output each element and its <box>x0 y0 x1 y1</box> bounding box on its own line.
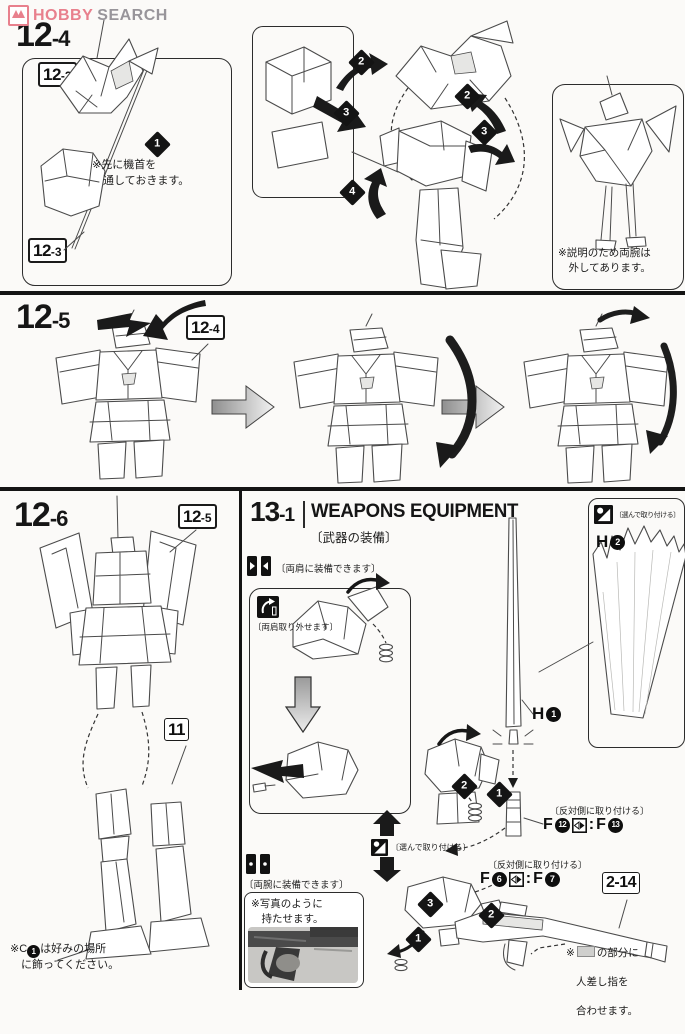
label-shoulder-equip: 〔両肩に装備できます〕 <box>276 564 381 575</box>
note-thread-nose-first: ※先に機首を 通しておきます。 <box>92 159 190 187</box>
label-select-attach: 〔選んで取り付ける〕 <box>391 843 471 852</box>
circled-2: 2 <box>610 534 626 550</box>
shoulder-removal-panel <box>249 588 411 814</box>
shaded-part-glyph <box>576 946 595 958</box>
step-13-1-line-art <box>251 517 685 972</box>
step-12-6-line-art <box>39 495 210 961</box>
circled-6: 6 <box>491 871 507 887</box>
section-divider-vertical <box>239 491 242 990</box>
label-arm-equip: 〔両腕に装備できます〕 <box>244 880 349 891</box>
selection-icon <box>371 839 388 856</box>
swap-sides-icon <box>571 817 587 833</box>
hobby-search-logo-icon <box>8 5 29 26</box>
swap-sides-icon <box>508 871 524 887</box>
circled-1: 1 <box>546 706 562 722</box>
step-number-suffix: -4 <box>51 26 71 51</box>
section-divider-2 <box>0 487 685 491</box>
label-opposite-side: 〔反対側に取り付ける〕 <box>550 806 650 816</box>
header-divider <box>303 501 305 528</box>
grip-photo <box>248 927 358 983</box>
circled-1: 1 <box>27 945 41 959</box>
callout-11: 11 <box>164 718 189 741</box>
circled-13: 13 <box>607 817 623 833</box>
note-hold-like-photo: ※写真のように 持たせます。 <box>251 898 324 926</box>
both-arms-icon <box>246 854 270 874</box>
step-12-6-header: 12-6 <box>14 496 68 534</box>
selection-icon <box>594 505 613 524</box>
step-12-4-line-art <box>40 19 677 290</box>
note-arms-removed: ※説明のため両腕は 外してあります。 <box>558 247 651 275</box>
both-shoulders-icon <box>247 556 271 576</box>
step-12-5-line-art <box>55 300 677 484</box>
weapons-equipment-subtitle: 〔武器の装備〕 <box>310 531 398 545</box>
label-select-attach: 〔選んで取り付ける〕 <box>615 512 680 519</box>
step-13-1-header: 13-1 <box>250 496 295 527</box>
label-shoulder-remove: 〔両肩取り外せます〕 <box>253 622 339 632</box>
step-12-4-right-panel <box>552 84 684 290</box>
section-divider-1 <box>0 291 685 295</box>
note-index-finger: ※の部分に 人差し指を 合わせます。 <box>566 946 639 1018</box>
hobby-search-watermark: HOBBY SEARCH <box>8 5 168 26</box>
instruction-manual-page: { "watermark": { "brand1": "HOBBY", "bra… <box>0 5 685 1018</box>
removal-icon <box>257 596 279 618</box>
label-opposite-side: 〔反対側に取り付ける〕 <box>488 860 588 870</box>
callout-2-14: 2-14 <box>602 872 641 894</box>
circled-7: 7 <box>544 871 560 887</box>
weapons-equipment-title: WEAPONS EQUIPMENT <box>311 501 519 522</box>
step-12-5-header: 12-5 <box>16 298 70 336</box>
grip-photo-panel: ※写真のように 持たせます。 <box>244 892 364 988</box>
callout-12-3: 12-3 <box>28 238 67 263</box>
watermark-brand-hobby: HOBBY <box>33 6 94 24</box>
watermark-brand-search: SEARCH <box>97 6 168 24</box>
callout-12-5: 12-5 <box>178 504 217 529</box>
callout-12-4: 12-4 <box>186 315 225 340</box>
circled-12: 12 <box>554 817 570 833</box>
